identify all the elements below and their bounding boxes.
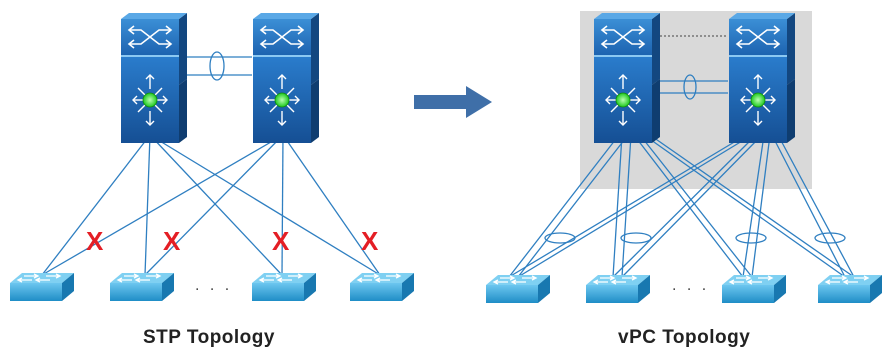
- x-mark-icon: X: [86, 226, 104, 256]
- stp-links: [41, 56, 381, 276]
- stp-access-switch: [9, 272, 75, 302]
- ellipsis-dots: . . .: [672, 277, 709, 294]
- vpc-links: [508, 80, 855, 278]
- vpc-topology-caption: vPC Topology: [618, 327, 751, 348]
- stp-topology-caption: STP Topology: [143, 327, 275, 348]
- port-channel-ellipse: [683, 74, 697, 100]
- port-channel-ellipse: [209, 51, 225, 81]
- x-mark-icon: X: [272, 226, 290, 256]
- vpc-topology: . . .: [485, 11, 883, 304]
- stp-core-switch-left: [120, 12, 188, 144]
- vpc-access-switch: [817, 274, 883, 304]
- ellipsis-dots: . . .: [195, 277, 232, 294]
- port-channel-ellipse: [620, 232, 652, 244]
- stp-access-switch: [251, 272, 317, 302]
- vpc-core-switch-left: [593, 12, 661, 144]
- stp-core-switch-right: [252, 12, 320, 144]
- port-channel-ellipse: [544, 232, 576, 244]
- port-channel-ellipse: [735, 232, 767, 244]
- vpc-access-switch: [585, 274, 651, 304]
- stp-topology: X X X X . . .: [9, 12, 415, 302]
- stp-access-switch: [109, 272, 175, 302]
- vpc-access-switch: [721, 274, 787, 304]
- vpc-access-switch: [485, 274, 551, 304]
- right-arrow-icon: [414, 86, 492, 118]
- x-mark-icon: X: [361, 226, 379, 256]
- port-channel-ellipse: [814, 232, 846, 244]
- x-mark-icon: X: [163, 226, 181, 256]
- stp-access-switch: [349, 272, 415, 302]
- vpc-core-switch-right: [728, 12, 796, 144]
